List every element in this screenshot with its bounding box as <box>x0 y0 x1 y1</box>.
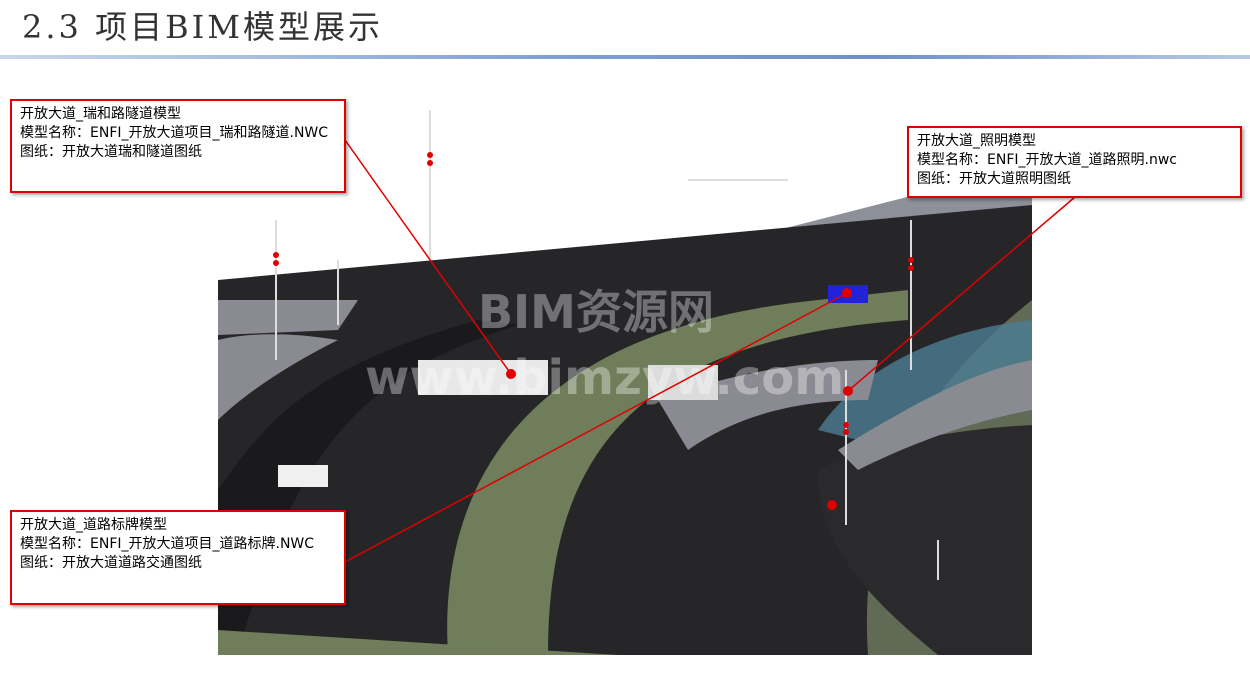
callout-drawing: 图纸：开放大道道路交通图纸 <box>20 555 202 571</box>
callout-heading: 开放大道_瑞和路隧道模型 <box>20 106 181 122</box>
title-divider <box>0 55 1250 59</box>
callout-heading: 开放大道_照明模型 <box>917 133 1036 149</box>
callout-tunnel-model: 开放大道_瑞和路隧道模型 模型名称：ENFI_开放大道项目_瑞和路隧道.NWC … <box>10 99 346 193</box>
callout-drawing: 图纸：开放大道照明图纸 <box>917 171 1071 187</box>
callout-drawing: 图纸：开放大道瑞和隧道图纸 <box>20 144 202 160</box>
callout-model-name: 模型名称：ENFI_开放大道项目_道路标牌.NWC <box>20 536 315 552</box>
callout-model-name: 模型名称：ENFI_开放大道_道路照明.nwc <box>917 152 1177 168</box>
watermark-url: www.bimzyw.com <box>365 350 845 406</box>
callout-model-name: 模型名称：ENFI_开放大道项目_瑞和路隧道.NWC <box>20 125 329 141</box>
callout-heading: 开放大道_道路标牌模型 <box>20 517 167 533</box>
callout-lighting-model: 开放大道_照明模型 模型名称：ENFI_开放大道_道路照明.nwc 图纸：开放大… <box>907 126 1242 198</box>
road-sign <box>828 285 868 303</box>
watermark-title: BIM资源网 <box>478 285 714 339</box>
slide-title: 2.3 项目BIM模型展示 <box>22 8 383 46</box>
callout-signage-model: 开放大道_道路标牌模型 模型名称：ENFI_开放大道项目_道路标牌.NWC 图纸… <box>10 510 346 605</box>
